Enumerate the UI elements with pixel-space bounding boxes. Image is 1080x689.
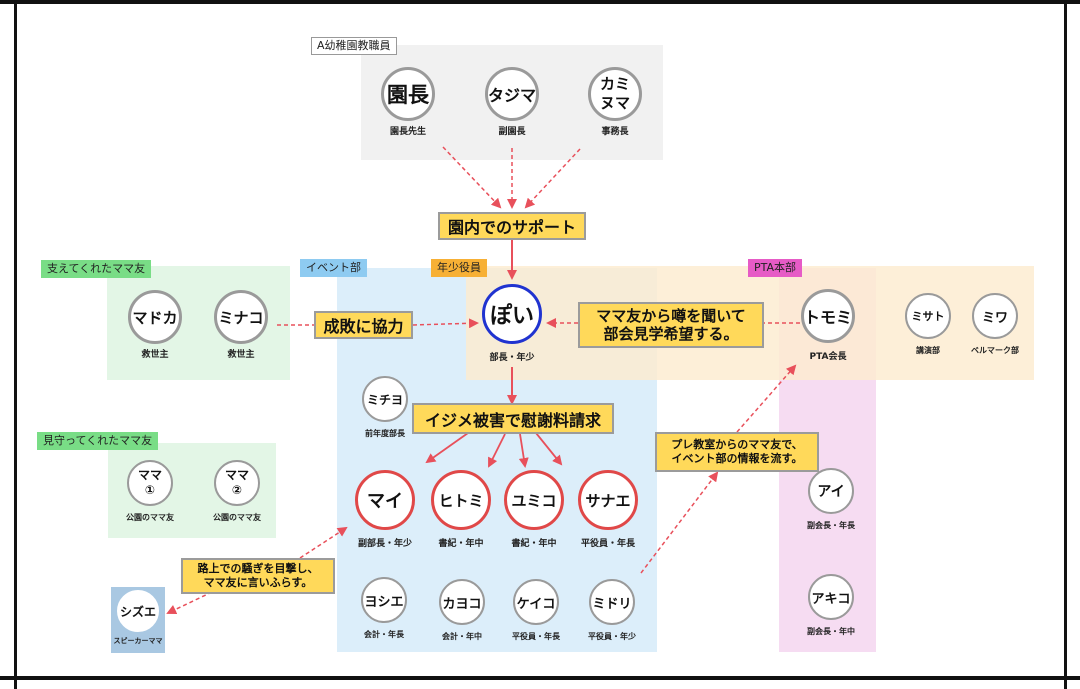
- supporters-label: 支えてくれたママ友: [41, 260, 152, 278]
- akiko-circle: アキコ: [808, 574, 854, 620]
- pta-label: PTA本部: [748, 259, 803, 277]
- keiko-circle: ケイコ: [513, 579, 559, 625]
- kaminuma-circle: カミ ヌマ: [588, 67, 642, 121]
- kayoko-circle: カヨコ: [439, 579, 485, 625]
- node-tajima: タジマ 副園長: [392, 67, 632, 138]
- kaminuma-role: 事務長: [601, 127, 629, 137]
- mama1-circle: ママ ①: [127, 460, 173, 506]
- misato-circle: ミサト: [905, 293, 951, 339]
- nensho-label: 年少役員: [431, 259, 487, 277]
- node-mama1: ママ ① 公園のママ友: [30, 460, 270, 523]
- node-kaminuma: カミ ヌマ 事務長: [495, 67, 735, 138]
- node-sanae: サナエ 平役員・年長: [488, 470, 728, 550]
- miwa-circle: ミワ: [972, 293, 1018, 339]
- callout-rumor: ママ友から噂を聞いて 部会見学希望する。: [578, 302, 764, 348]
- arrow-preschool-tomomi: [736, 364, 797, 433]
- mama2-role: 公園のママ友: [213, 513, 261, 522]
- node-yumiko: ユミコ 書紀・年中: [414, 470, 654, 550]
- node-shizue: シズエ スピーカーママ: [18, 590, 258, 647]
- mama2-circle: ママ ②: [214, 460, 260, 506]
- arrow-kaminuma-support: [524, 148, 581, 209]
- kayoko-role: 会計・年中: [442, 632, 482, 641]
- sanae-role: 平役員・年長: [580, 539, 635, 549]
- node-encho: 園長 園長先生: [288, 67, 528, 138]
- arrow-cooperate-poi: [412, 318, 479, 329]
- node-midori: ミドリ 平役員・年少: [492, 579, 732, 642]
- mama1-role: 公園のママ友: [126, 513, 174, 522]
- node-miwa: ミワ ベルマーク部: [875, 293, 1080, 356]
- miwa-role: ベルマーク部: [971, 346, 1019, 355]
- minako-circle: ミナコ: [214, 290, 268, 344]
- callout-preschool: プレ教室からのママ友で、 イベント部の情報を流す。: [655, 432, 819, 472]
- hitomi-role: 書紀・年中: [438, 539, 484, 549]
- watchers-label: 見守ってくれたママ友: [37, 432, 159, 450]
- misato-role: 講演部: [916, 346, 940, 355]
- michiyo-circle: ミチヨ: [362, 376, 408, 422]
- arrow-bullying-hitomi: [488, 433, 506, 468]
- node-minako: ミナコ 救世主: [121, 290, 361, 361]
- staff-label: A幼稚園教職員: [311, 37, 397, 55]
- poi-role: 部長・年少: [489, 353, 535, 363]
- node-michiyo: ミチヨ 前年度部長: [265, 376, 505, 439]
- sanae-circle: サナエ: [578, 470, 638, 530]
- akiko-role: 副会長・年中: [807, 627, 855, 636]
- shizue-role: スピーカーママ: [113, 637, 163, 645]
- midori-role: 平役員・年少: [588, 632, 636, 641]
- node-misato: ミサト 講演部: [808, 293, 1048, 356]
- madoka-role: 救世主: [141, 350, 169, 360]
- tomomi-circle: トモミ: [801, 289, 855, 343]
- node-madoka: マドカ 救世主: [35, 290, 275, 361]
- callout-support: 園内でのサポート: [438, 212, 586, 240]
- mai-circle: マイ: [355, 470, 415, 530]
- arrow-encho-support: [442, 146, 502, 209]
- node-yoshie: ヨシエ 会計・年長: [264, 577, 504, 640]
- node-poi: ぽい 部長・年少: [392, 284, 632, 364]
- arrow-bullying-yumiko: [518, 433, 529, 468]
- node-keiko: ケイコ 平役員・年長: [416, 579, 656, 642]
- yoshie-role: 会計・年長: [364, 630, 404, 639]
- tajima-circle: タジマ: [485, 67, 539, 121]
- hitomi-circle: ヒトミ: [431, 470, 491, 530]
- arrow-bullying-mai: [425, 432, 469, 464]
- minako-role: 救世主: [227, 350, 255, 360]
- poi-circle: ぽい: [482, 284, 542, 344]
- yoshie-circle: ヨシエ: [361, 577, 407, 623]
- michiyo-role: 前年度部長: [365, 429, 405, 438]
- node-mama2: ママ ② 公園のママ友: [117, 460, 357, 523]
- shizue-circle: シズエ: [117, 590, 159, 632]
- arrow-street-shizue: [166, 591, 213, 615]
- frame-left-line: [14, 0, 17, 689]
- callout-cooperate: 成敗に協力: [314, 311, 413, 339]
- madoka-circle: マドカ: [128, 290, 182, 344]
- midori-circle: ミドリ: [589, 579, 635, 625]
- callout-street: 路上での騒ぎを目撃し、 ママ友に言いふらす。: [181, 558, 335, 594]
- frame-right-line: [1064, 0, 1067, 689]
- mai-role: 副部長・年少: [357, 539, 412, 549]
- node-akiko: アキコ 副会長・年中: [711, 574, 951, 637]
- encho-role: 園長先生: [389, 127, 426, 137]
- arrow-street-mai: [299, 526, 348, 559]
- callout-bullying: イジメ被害で慰謝料請求: [412, 403, 614, 434]
- tomomi-role: PTA会長: [809, 352, 847, 362]
- tajima-role: 副園長: [498, 127, 526, 137]
- yumiko-role: 書紀・年中: [511, 539, 557, 549]
- ai-circle: アイ: [808, 468, 854, 514]
- node-hitomi: ヒトミ 書紀・年中: [341, 470, 581, 550]
- node-ai: アイ 副会長・年長: [711, 468, 951, 531]
- yumiko-circle: ユミコ: [504, 470, 564, 530]
- keiko-role: 平役員・年長: [512, 632, 560, 641]
- ai-role: 副会長・年長: [807, 521, 855, 530]
- frame-bottom-line: [0, 676, 1080, 680]
- event-label: イベント部: [300, 259, 367, 277]
- frame-top-line: [0, 0, 1080, 4]
- arrow-bullying-sanae: [535, 432, 563, 466]
- encho-circle: 園長: [381, 67, 435, 121]
- node-kayoko: カヨコ 会計・年中: [342, 579, 582, 642]
- node-mai: マイ 副部長・年少: [265, 470, 505, 550]
- node-tomomi: トモミ PTA会長: [708, 289, 948, 363]
